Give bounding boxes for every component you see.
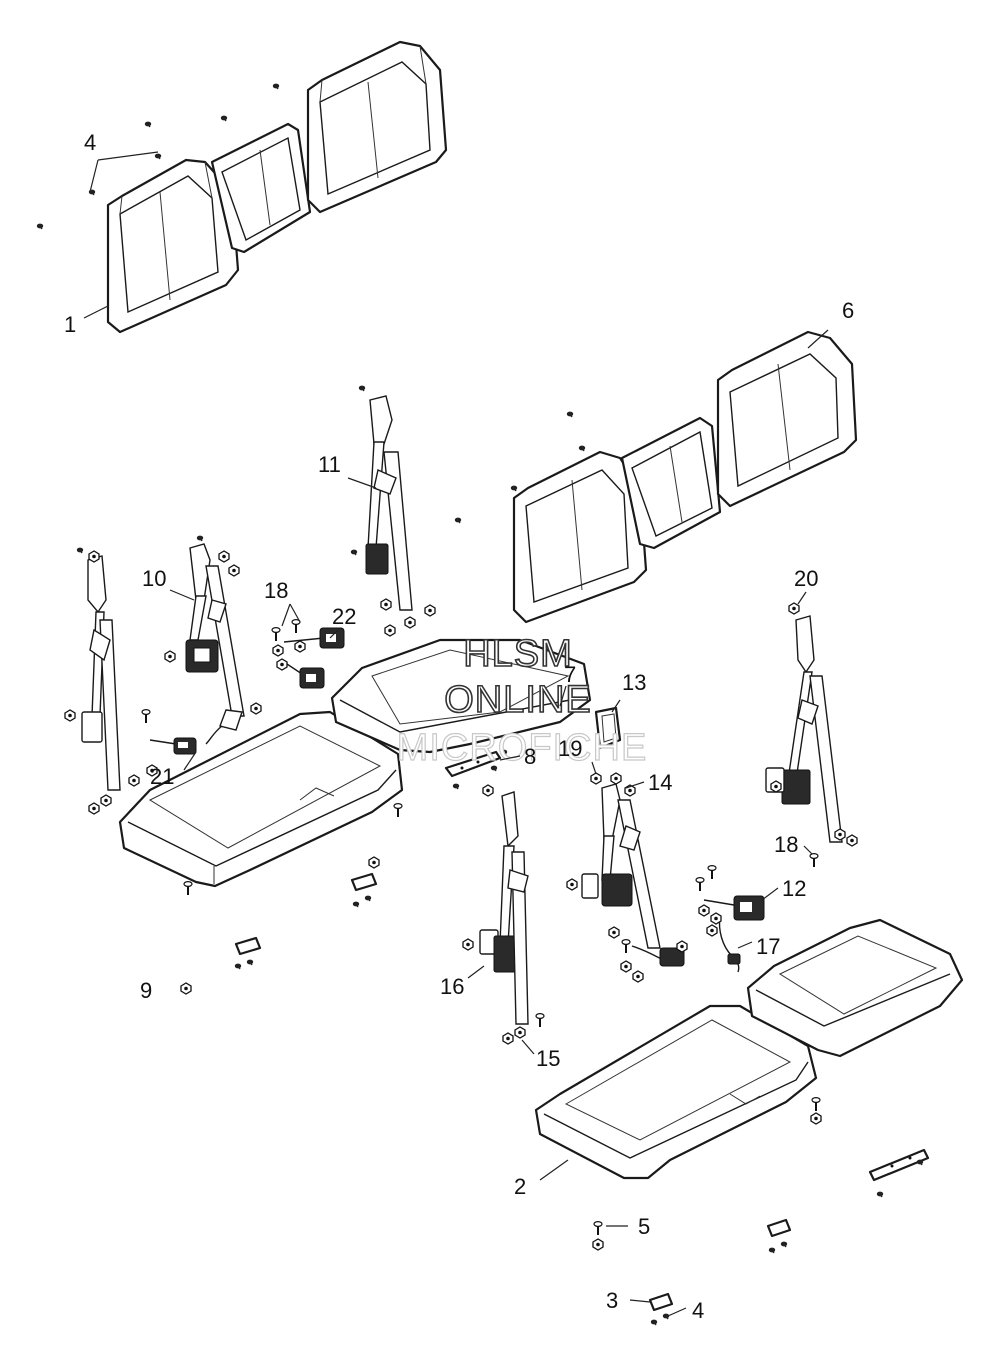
watermark-line-2: ONLINE [444,679,591,721]
seat-cushion-right [534,1004,818,1180]
callout-22: 22 [332,604,356,629]
callout-8: 8 [524,744,536,769]
watermark-line-1: HLSM [463,633,573,675]
callout-5: 5 [638,1214,650,1239]
callout-16: 16 [440,974,464,999]
watermark-line-3: MICROFICHE [397,727,648,769]
callout-17: 17 [756,934,780,959]
callout-13: 13 [622,670,646,695]
callout-18-left: 18 [264,578,288,603]
seat-belt-10 [164,534,262,745]
seat-belt-16 [462,784,545,1045]
backrest-assembly-front [454,330,858,624]
callout-11: 11 [318,452,341,477]
seat-belt-20 [765,602,858,868]
cover-13 [594,706,622,750]
callout-7: 7 [564,662,576,687]
callout-2: 2 [514,1174,526,1199]
buckle-22-assembly [271,618,345,689]
callout-1: 1 [64,312,76,337]
backrest-right-front [716,330,858,508]
seat-cushion-far-right [746,918,964,1058]
seat-cushion-left [118,710,404,888]
callout-14: 14 [648,770,672,795]
callout-15: 15 [536,1046,560,1071]
leader-lines [83,151,829,1317]
callout-20: 20 [794,566,818,591]
seat-belt-11 [350,384,436,637]
bracket-8 [444,748,508,790]
small-hardware [180,802,930,1326]
seat-belt-far-left [64,546,121,815]
buckle-12-assembly [695,864,765,973]
backrest-center-front [620,416,722,550]
callout-4-top: 4 [84,130,96,155]
seat-cushion-center [330,638,592,754]
callout-6: 6 [842,298,854,323]
callout-3: 3 [606,1288,618,1313]
backrest-center-rear [210,122,312,254]
watermark: HLSM ONLINE MICROFICHE [396,632,648,769]
callout-4-bottom: 4 [692,1298,704,1323]
backrest-right-rear [306,40,448,214]
backrest-assembly-rear [36,40,448,334]
callout-labels: 1 4 6 11 10 18 22 7 13 8 19 14 21 20 18 … [64,130,854,1323]
callout-18-right: 18 [774,832,798,857]
callout-21: 21 [150,764,174,789]
callout-12: 12 [782,876,806,901]
callout-9: 9 [140,978,152,1003]
callout-19: 19 [558,736,582,761]
seat-belt-14 [566,772,688,983]
callout-10: 10 [142,566,166,591]
buckle-21 [128,708,197,787]
